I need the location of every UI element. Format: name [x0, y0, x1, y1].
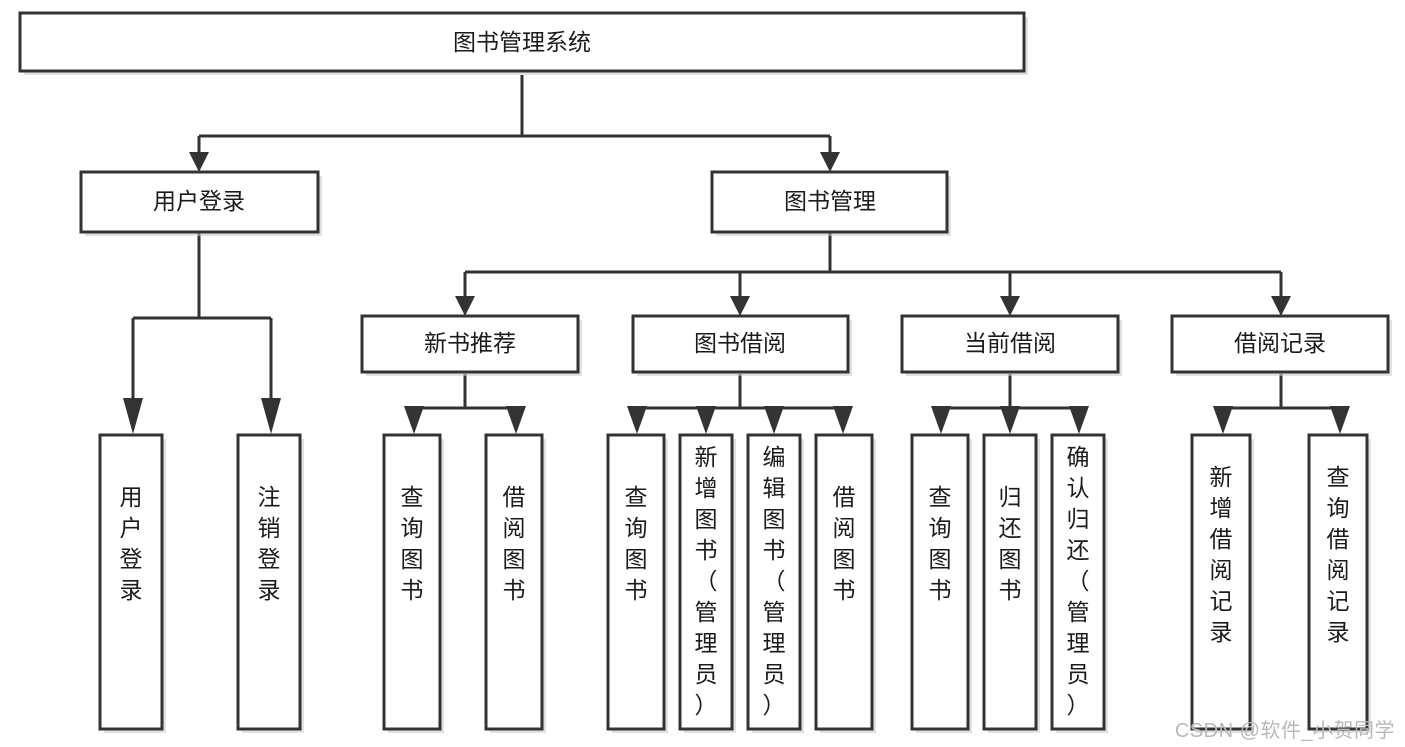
arrow-leaf-borrow-book-2 [833, 406, 853, 434]
root-label: 图书管理系统 [453, 29, 591, 55]
leaf-return-book-box[interactable] [982, 433, 1038, 731]
arrow-borrow-record [1271, 296, 1291, 316]
leaf-edit-book-box[interactable] [746, 433, 802, 731]
arrow-book-management [820, 152, 840, 172]
borrow-record-label: 借阅记录 [1234, 330, 1326, 356]
book-borrow-label: 图书借阅 [694, 330, 786, 356]
arrow-leaf-borrow-book-1 [506, 406, 526, 434]
user-login-box[interactable] [79, 170, 320, 234]
new-book-recommend-box[interactable] [360, 314, 580, 374]
node-leaf-add-record[interactable]: 新增借阅记录 [1190, 433, 1254, 733]
arrow-leaf-query-book-3 [931, 406, 951, 434]
node-new-book-recommend[interactable]: 新书推荐 [360, 314, 582, 376]
book-borrow-box[interactable] [631, 314, 850, 374]
arrow-current-borrow [1000, 296, 1020, 316]
leaf-return-book-label: 归还图书 [999, 484, 1022, 603]
leaf-user-login-box[interactable] [98, 433, 164, 731]
arrow-leaf-query-book-2 [627, 406, 647, 434]
node-book-management[interactable]: 图书管理 [710, 170, 951, 236]
node-leaf-query-record[interactable]: 查询借阅记录 [1307, 433, 1371, 733]
node-leaf-query-book-1[interactable]: 查询图书 [382, 433, 444, 733]
arrow-leaf-add-record [1213, 406, 1233, 434]
leaf-add-book-label: 新增图书（管理员） [695, 444, 718, 718]
node-leaf-add-book[interactable]: 新增图书（管理员） [678, 433, 736, 733]
leaf-query-book-3-box[interactable] [910, 433, 970, 731]
current-borrow-box[interactable] [900, 314, 1120, 374]
node-leaf-borrow-book-2[interactable]: 借阅图书 [814, 433, 876, 733]
leaf-user-logout-label: 注销登录 [258, 484, 281, 603]
node-leaf-user-logout[interactable]: 注销登录 [236, 433, 304, 733]
leaf-query-book-1-label: 查询图书 [401, 484, 424, 603]
node-leaf-edit-book[interactable]: 编辑图书（管理员） [746, 433, 804, 733]
arrow-book-borrow [730, 296, 750, 316]
leaf-query-book-1-box[interactable] [382, 433, 442, 731]
root-box[interactable] [18, 11, 1026, 73]
book-management-label: 图书管理 [784, 188, 876, 214]
leaf-query-book-2-label: 查询图书 [625, 484, 648, 603]
leaf-user-login-label: 用户登录 [120, 484, 143, 603]
arrow-leaf-query-book-1 [404, 406, 424, 434]
node-leaf-user-login[interactable]: 用户登录 [98, 433, 166, 733]
node-leaf-confirm-return[interactable]: 确认归还（管理员） [1050, 433, 1108, 733]
arrow-new-book-recommend [455, 296, 475, 316]
node-borrow-record[interactable]: 借阅记录 [1170, 314, 1392, 376]
leaf-query-record-label: 查询借阅记录 [1327, 464, 1350, 645]
leaf-edit-book-label: 编辑图书（管理员） [763, 444, 786, 718]
arrow-leaf-edit-book [764, 406, 784, 434]
leaf-add-book-box[interactable] [678, 433, 734, 731]
arrow-user-login [189, 152, 209, 172]
leaf-confirm-return-box[interactable] [1050, 433, 1106, 731]
leaf-add-record-box[interactable] [1190, 433, 1252, 731]
user-login-label: 用户登录 [153, 188, 245, 214]
arrow-leaf-confirm-return [1069, 406, 1089, 434]
leaf-borrow-book-2-label: 借阅图书 [833, 484, 856, 603]
leaf-add-record-label: 新增借阅记录 [1210, 464, 1233, 645]
book-management-box[interactable] [710, 170, 949, 234]
leaf-query-book-3-label: 查询图书 [929, 484, 952, 603]
csdn-watermark: CSDN @软件_小贺同学 [1174, 720, 1395, 742]
node-book-borrow[interactable]: 图书借阅 [631, 314, 852, 376]
leaf-query-record-box[interactable] [1307, 433, 1369, 731]
arrow-leaf-add-book [696, 406, 716, 434]
node-user-login[interactable]: 用户登录 [79, 170, 322, 236]
arrow-leaf-return-book [1000, 406, 1020, 434]
current-borrow-label: 当前借阅 [964, 330, 1056, 356]
arrow-leaf-user-login [123, 398, 143, 434]
leaf-confirm-return-label: 确认归还（管理员） [1067, 444, 1090, 718]
node-root[interactable]: 图书管理系统 [18, 11, 1028, 75]
node-leaf-query-book-3[interactable]: 查询图书 [910, 433, 972, 733]
leaf-borrow-book-1-label: 借阅图书 [503, 484, 526, 603]
arrow-leaf-user-logout [261, 398, 281, 434]
node-leaf-borrow-book-1[interactable]: 借阅图书 [484, 433, 546, 733]
leaf-borrow-book-1-box[interactable] [484, 433, 544, 731]
node-leaf-return-book[interactable]: 归还图书 [982, 433, 1040, 733]
leaf-query-book-2-box[interactable] [606, 433, 666, 731]
node-leaf-query-book-2[interactable]: 查询图书 [606, 433, 668, 733]
borrow-record-box[interactable] [1170, 314, 1390, 374]
edges-layer [123, 75, 1350, 434]
leaf-borrow-book-2-box[interactable] [814, 433, 874, 731]
node-current-borrow[interactable]: 当前借阅 [900, 314, 1122, 376]
leaf-user-logout-box[interactable] [236, 433, 302, 731]
new-book-recommend-label: 新书推荐 [424, 330, 516, 356]
arrow-leaf-query-record [1330, 406, 1350, 434]
